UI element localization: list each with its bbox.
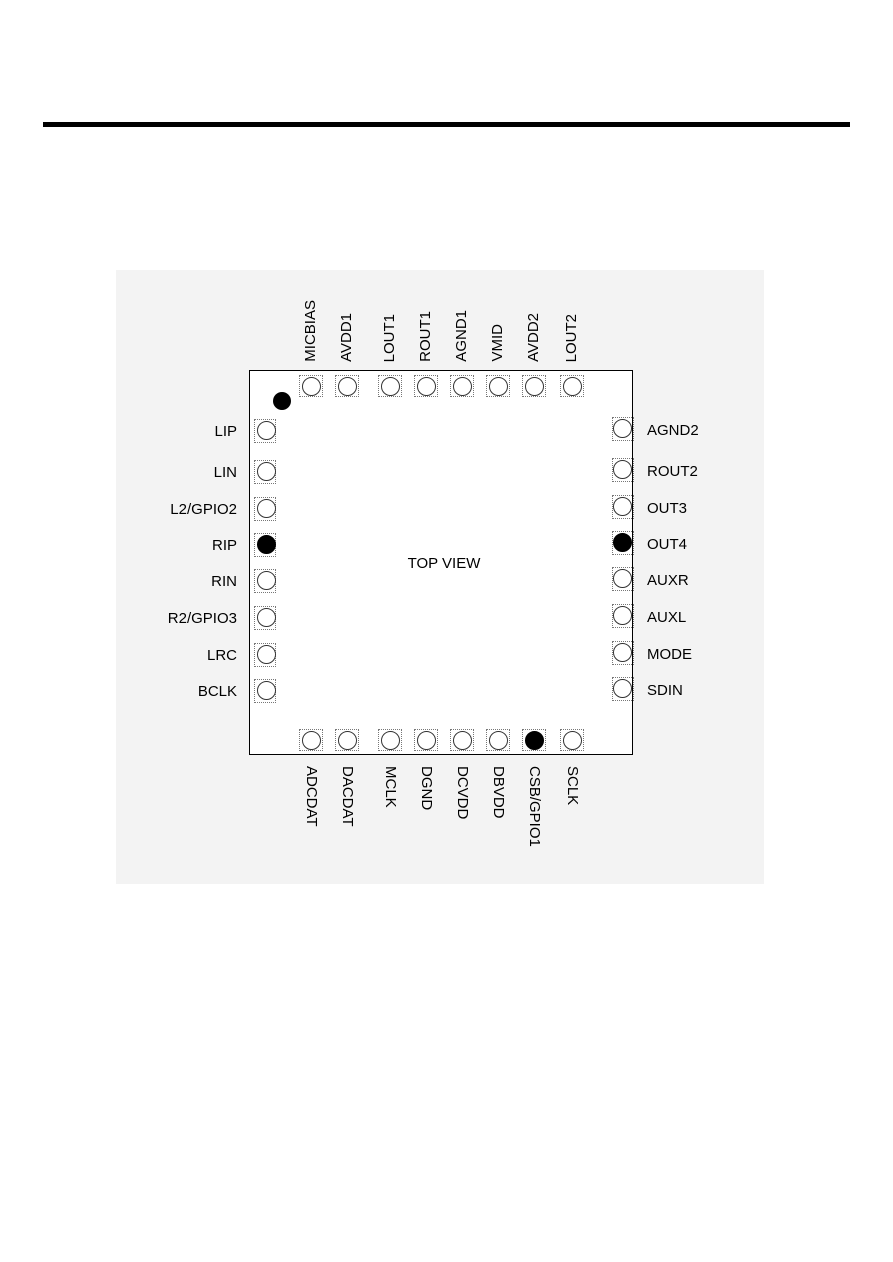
top-view-label: TOP VIEW — [407, 555, 481, 572]
pin-label: DCVDD — [454, 766, 471, 820]
pin-label: LIN — [213, 464, 237, 481]
pin-pad-outline — [335, 375, 359, 397]
pin-label: OUT3 — [647, 500, 688, 517]
pin-bottom-csb-gpio1 — [524, 730, 544, 750]
pin-left-rip — [256, 534, 276, 554]
pin-label: LOUT1 — [381, 314, 398, 363]
pin1-indicator-dot — [273, 392, 291, 410]
pin-right-agnd2 — [612, 418, 632, 438]
pin-left-lip — [256, 420, 276, 440]
pin-pad-outline — [378, 729, 402, 751]
pin-left-bclk — [256, 680, 276, 700]
pin-pad-outline — [254, 419, 276, 443]
pin-label: AVDD1 — [338, 313, 355, 362]
pin-label: R2/GPIO3 — [167, 610, 237, 627]
pin-top-micbias — [301, 376, 321, 396]
pin-label: ROUT2 — [647, 463, 698, 480]
pin-left-rin — [256, 570, 276, 590]
pin-label: ADCDAT — [303, 766, 320, 827]
pin-left-lin — [256, 461, 276, 481]
pin-label: MCLK — [382, 766, 399, 808]
pin-label: OUT4 — [647, 536, 688, 553]
pin-left-lrc — [256, 644, 276, 664]
pin-pad-outline — [335, 729, 359, 751]
pin-pad-outline — [486, 729, 510, 751]
pin-top-avdd1 — [337, 376, 357, 396]
pin-label: DGND — [418, 766, 435, 811]
pin-top-lout2 — [562, 376, 582, 396]
pin-label: LIP — [214, 423, 237, 440]
pin-pad-outline — [522, 729, 546, 751]
pin-label: DACDAT — [339, 766, 356, 827]
pin-right-rout2 — [612, 459, 632, 479]
pin-label: SCLK — [564, 766, 581, 806]
pin-right-auxr — [612, 568, 632, 588]
pin-label: L2/GPIO2 — [170, 501, 237, 518]
pin-label: AGND1 — [453, 310, 470, 362]
pin-pad-outline — [254, 533, 276, 557]
pin-label: MODE — [647, 646, 692, 663]
pin-right-out3 — [612, 496, 632, 516]
header-rule — [43, 122, 850, 127]
chip-package-outline — [249, 370, 633, 755]
pin-pad-outline — [254, 679, 276, 703]
pin-top-rout1 — [416, 376, 436, 396]
pin-pad-outline — [254, 460, 276, 484]
pin-pad-outline — [254, 643, 276, 667]
pin-label: LOUT2 — [563, 314, 580, 363]
pin-bottom-adcdat — [301, 730, 321, 750]
pin-right-out4 — [612, 532, 632, 552]
pin-pad-outline — [414, 729, 438, 751]
pin-bottom-mclk — [380, 730, 400, 750]
pin-pad-outline — [254, 606, 276, 630]
pin-bottom-dcvdd — [452, 730, 472, 750]
pin-bottom-dacdat — [337, 730, 357, 750]
pin-left-l2-gpio2 — [256, 498, 276, 518]
pin-pad-outline — [299, 729, 323, 751]
pin-bottom-dgnd — [416, 730, 436, 750]
pin-pad-outline — [522, 375, 546, 397]
pin-top-agnd1 — [452, 376, 472, 396]
pin-pad-outline — [450, 375, 474, 397]
pin-pad-outline — [254, 497, 276, 521]
pin-top-vmid — [488, 376, 508, 396]
pin-label: ROUT1 — [417, 311, 434, 362]
pin-label: RIP — [211, 537, 237, 554]
pin-label: CSB/GPIO1 — [526, 766, 543, 847]
pin-label: LRC — [206, 647, 237, 664]
pin-pad-outline — [486, 375, 510, 397]
pin-label: RIN — [211, 573, 237, 590]
pin-label: AUXR — [647, 572, 689, 589]
pin-left-r2-gpio3 — [256, 607, 276, 627]
pin-pad-outline — [254, 569, 276, 593]
pin-top-avdd2 — [524, 376, 544, 396]
pin-bottom-dbvdd — [488, 730, 508, 750]
pin-label: AGND2 — [647, 422, 699, 439]
pin-pad-outline — [414, 375, 438, 397]
pin-label: BCLK — [197, 683, 237, 700]
pin-label: AVDD2 — [525, 313, 542, 362]
pin-label: MICBIAS — [302, 300, 319, 362]
pin-right-sdin — [612, 678, 632, 698]
pin-pad-outline — [560, 729, 584, 751]
pin-right-auxl — [612, 605, 632, 625]
pin-pad-outline — [560, 375, 584, 397]
pin-pad-outline — [299, 375, 323, 397]
pin-label: SDIN — [647, 682, 683, 699]
pin-label: DBVDD — [490, 766, 507, 819]
pin-top-lout1 — [380, 376, 400, 396]
pin-bottom-sclk — [562, 730, 582, 750]
pin-label: AUXL — [647, 609, 687, 626]
pin-pad-outline — [450, 729, 474, 751]
pin-pad-outline — [378, 375, 402, 397]
pin-label: VMID — [489, 324, 506, 362]
pin-right-mode — [612, 642, 632, 662]
